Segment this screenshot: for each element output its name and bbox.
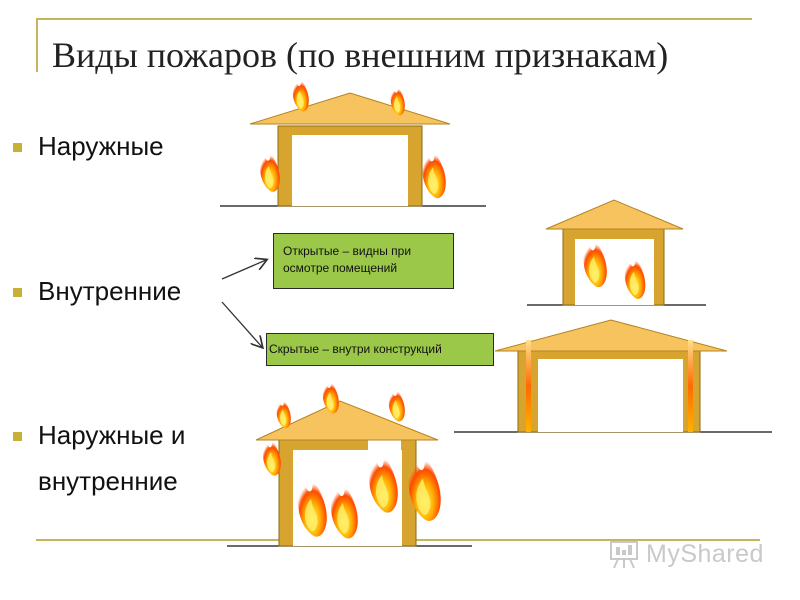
house-outer-fire — [220, 77, 486, 207]
arrow-to-open — [221, 260, 266, 280]
left-rule — [36, 18, 38, 72]
bullet-marker — [13, 143, 22, 152]
watermark-text: MyShared — [646, 539, 764, 568]
projector-board-icon — [610, 541, 638, 569]
house-open-inner-fire — [527, 199, 706, 306]
arrow-to-hidden — [221, 301, 262, 347]
page-title: Виды пожаров (по внешним признакам) — [52, 35, 669, 75]
house-outer-inner-fire — [227, 379, 472, 547]
callout-open: Открытые – видны при осмотре помещений — [273, 233, 454, 289]
top-rule — [36, 18, 752, 20]
house-hidden-fire — [454, 319, 772, 433]
bullet-outer-inner-line2: внутренние — [38, 466, 178, 496]
watermark-logo: MyShared — [608, 538, 764, 570]
bullet-marker — [13, 288, 22, 297]
bullet-outer: Наружные — [38, 131, 164, 161]
callout-hidden: Скрытые – внутри конструкций — [266, 333, 494, 366]
bullet-outer-inner-line1: Наружные и — [38, 420, 186, 450]
bullet-inner: Внутренние — [38, 276, 182, 306]
bullet-marker — [13, 432, 22, 441]
